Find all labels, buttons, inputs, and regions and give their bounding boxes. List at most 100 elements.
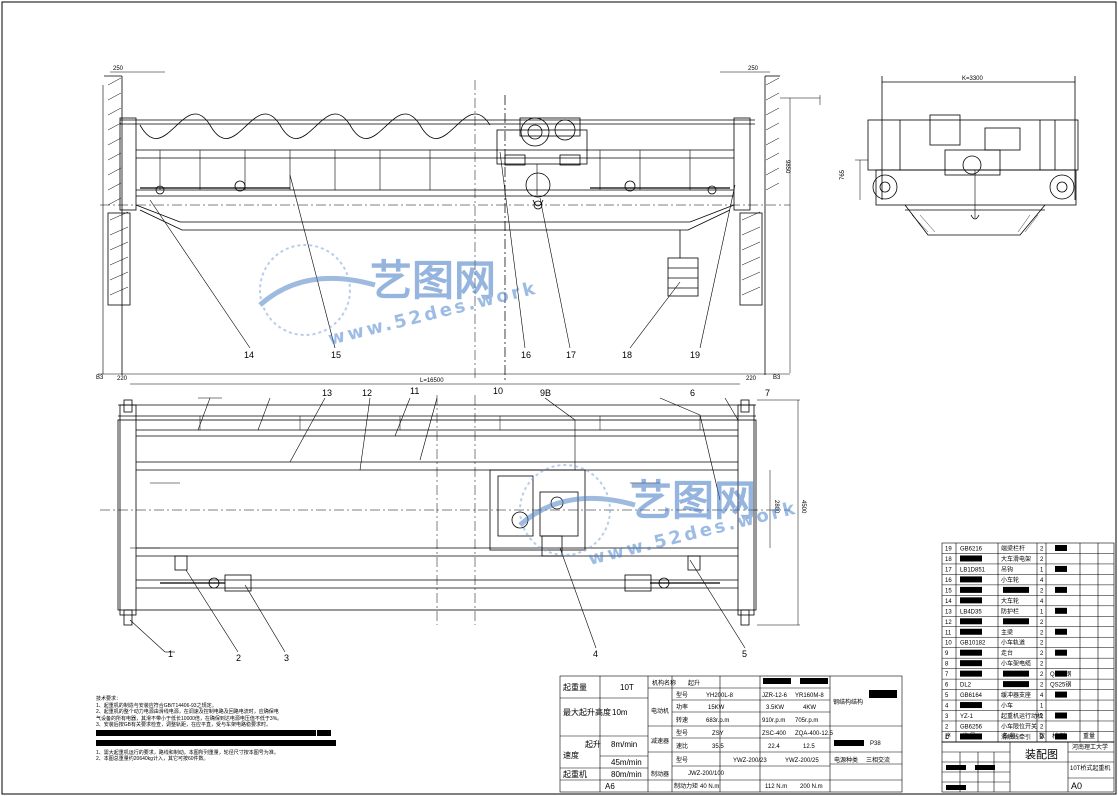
parts-cell-no: 4 [945, 704, 949, 710]
callout-12: 12 [362, 388, 372, 398]
reducer-row-0-v2: ZSC-400 [762, 731, 787, 737]
redacted-block [763, 678, 791, 684]
redacted-block [960, 586, 982, 593]
note-line: 2、本图总重量约20640kg计入，其它可按60件数。 [96, 756, 209, 762]
parts-header-mat: 材 料 [1052, 732, 1066, 740]
brake-row-1-v2: 112 N.m [765, 784, 787, 790]
spec-table-text: 起重量 10T 最大起升高度 10m 速度 起升 8m/min 45m/min … [563, 678, 897, 791]
motor-row-0-v3: YR160M-8 [795, 693, 824, 699]
redacted-block [800, 678, 828, 684]
parts-cell-code: LB4D35 [960, 609, 982, 615]
motor-row-0-v1: YH200L-8 [706, 693, 734, 699]
redacted-block [960, 702, 982, 709]
side-view-dims: K=3300 765 [840, 76, 984, 180]
product-name: 10T桥式起重机 [1070, 764, 1110, 772]
k-dimension: K=3300 [962, 76, 984, 82]
span-dimension: L=16500 [420, 378, 444, 384]
reducer-row-1-v2: 22.4 [768, 744, 780, 750]
left-top-dim: 250 [113, 66, 124, 72]
parts-cell-name: 防护栏 [1001, 607, 1019, 615]
reducer-row-0-name: 型号 [676, 729, 688, 737]
redacted-block [1055, 670, 1067, 677]
parts-cell-name: 小车轮 [1001, 576, 1019, 584]
parts-cell-no: 15 [945, 588, 952, 594]
parts-cell-qty: 2 [1040, 547, 1044, 553]
redacted-block [1003, 618, 1029, 625]
spec-table [559, 675, 903, 793]
motor-row-1-v1: 15KW [708, 705, 725, 711]
brake-row-1-v3: 200 N.m [800, 784, 823, 790]
redacted-block [960, 660, 982, 667]
brake-row-1-name: 制动力矩 [674, 782, 698, 790]
parts-cell-no: 5 [945, 693, 949, 699]
speed-crane-value: 80m/min [611, 770, 642, 779]
right-top-dim: 250 [748, 66, 759, 72]
right-ground-mark: B3 [773, 375, 781, 381]
plan-view-callouts: 1 2 3 4 5 6 7 9B 10 11 12 13 [168, 386, 770, 663]
globe-icon [519, 464, 611, 556]
redacted-block [834, 740, 864, 746]
front-view-callouts: 14 15 16 17 18 19 [244, 350, 700, 360]
redacted-block [960, 576, 982, 583]
parts-header-qty: 数 [1039, 732, 1045, 740]
power-kind-value: 三相交流 [866, 756, 890, 764]
parts-cell-no: 7 [945, 672, 949, 678]
side-height-dim: 765 [840, 169, 846, 180]
brake-row-0-v2: YWZ-200/23 [733, 758, 767, 764]
redacted-block [1055, 712, 1067, 719]
speed-label: 速度 [563, 750, 579, 760]
parts-cell-code: DL2 [960, 683, 972, 689]
redacted-block [1003, 681, 1029, 688]
speed-hoist-name: 起升 [585, 740, 601, 749]
parts-cell-qty: 4 [1040, 693, 1044, 699]
parts-cell-no: 2 [945, 724, 949, 730]
parts-cell-qty: 4 [1040, 599, 1044, 605]
parts-cell-qty: 2 [1040, 588, 1044, 594]
reducer-row-1-name: 速比 [676, 742, 688, 750]
parts-cell-no: 3 [945, 714, 949, 720]
redacted-block [1055, 733, 1067, 740]
parts-header-code: 代 号 [962, 732, 976, 740]
right-bottom-dim: 220 [746, 376, 757, 382]
brake-row-0-name: 型号 [676, 756, 688, 764]
parts-cell-qty: 4 [1040, 578, 1044, 584]
front-view-dims: L=16500 250 250 220 220 B3 B3 9850 [96, 66, 790, 384]
parts-cell-qty: 2 [1040, 641, 1044, 647]
note-line: 1、起重机的制造与安装应符合GB/T14406-93之规定。 [96, 702, 217, 709]
notes-heading: 技术要求： [96, 696, 122, 702]
callout-16: 16 [521, 350, 531, 360]
callout-19: 19 [690, 350, 700, 360]
parts-cell-code: GB6164 [960, 693, 983, 699]
parts-cell-no: 10 [945, 641, 952, 647]
redacted-line [96, 729, 316, 736]
parts-cell-no: 13 [945, 609, 952, 615]
border-label: A6 [605, 782, 615, 791]
power-kind-label: 电源种类 [834, 756, 858, 764]
parts-cell-no: 12 [945, 620, 952, 626]
plan-view-leaders [129, 397, 746, 653]
lift-height-label: 最大起升高度 [563, 707, 611, 717]
parts-cell-no: 6 [945, 683, 949, 689]
parts-cell-name: 主梁 [1001, 628, 1013, 636]
parts-cell-qty: 2 [1040, 620, 1044, 626]
callout-3: 3 [284, 653, 289, 663]
callout-7: 7 [765, 388, 770, 398]
parts-cell-qty: 2 [1040, 683, 1044, 689]
redacted-line [96, 740, 336, 746]
callout-4: 4 [593, 649, 598, 659]
drawing-size: A0 [1071, 781, 1082, 791]
motor-row-2-v2: 910r.p.m [762, 718, 785, 724]
callout-1: 1 [168, 649, 173, 659]
title-block-text: 装配图 河南理工大学 10T桥式起重机 A0 [946, 743, 1110, 791]
parts-header-no: 序 [945, 732, 951, 740]
redacted-block [1055, 691, 1067, 698]
parts-cell-no: 9 [945, 651, 949, 657]
brake-group: 制动器 [651, 770, 669, 778]
brake-row-0-v1: JWZ-200/100 [688, 771, 725, 777]
struct-label: 钢结构结构 [833, 698, 863, 706]
speed-crane-name: 起重机 [563, 769, 587, 779]
motor-row-2-v1: 683r.p.m [706, 718, 729, 724]
redacted-block [960, 618, 982, 625]
